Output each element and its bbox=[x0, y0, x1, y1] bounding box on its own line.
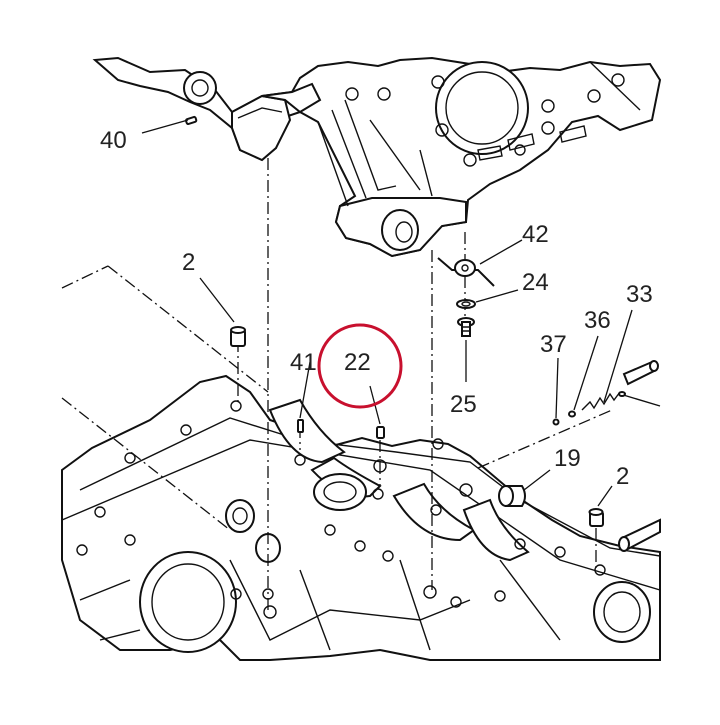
callout-labels: 40 42 24 33 2 36 37 41 22 25 19 2 bbox=[100, 127, 653, 490]
callout-40: 40 bbox=[100, 127, 127, 154]
pin-33-rod bbox=[622, 360, 659, 386]
highlight-circle bbox=[317, 323, 403, 409]
callout-22: 22 bbox=[344, 349, 371, 376]
pin-40 bbox=[185, 115, 198, 126]
ring-36 bbox=[568, 410, 576, 418]
callout-36: 36 bbox=[584, 307, 611, 334]
screw-25 bbox=[457, 317, 475, 337]
pin-22 bbox=[376, 426, 385, 439]
lower-crankcase bbox=[61, 374, 661, 661]
bushing-19 bbox=[498, 485, 526, 507]
dowel-2-upper bbox=[230, 326, 246, 347]
spring-33 bbox=[581, 391, 661, 411]
callout-41: 41 bbox=[290, 349, 317, 376]
dowel-2-right bbox=[588, 508, 604, 527]
callout-33: 33 bbox=[626, 281, 653, 308]
callout-2-upper: 2 bbox=[182, 249, 195, 276]
alignment-lines bbox=[61, 158, 613, 612]
callout-24: 24 bbox=[522, 269, 549, 296]
ball-37 bbox=[552, 418, 560, 426]
loose-parts bbox=[185, 115, 661, 552]
clip-42 bbox=[437, 257, 495, 287]
washer-24 bbox=[456, 299, 476, 309]
callout-37: 37 bbox=[540, 331, 567, 358]
upper-housing bbox=[92, 56, 662, 258]
callout-19: 19 bbox=[554, 445, 581, 472]
callout-25: 25 bbox=[450, 391, 477, 418]
shaft-right bbox=[618, 518, 661, 552]
callout-42: 42 bbox=[522, 221, 549, 248]
callout-2-right: 2 bbox=[616, 463, 629, 490]
pin-41 bbox=[297, 419, 304, 433]
